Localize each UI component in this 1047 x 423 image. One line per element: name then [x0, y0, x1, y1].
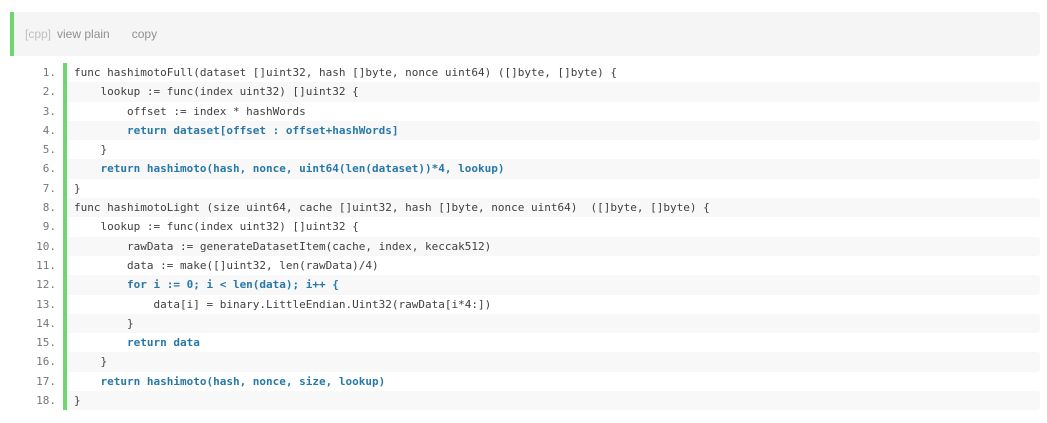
- code-text: for i := 0; i < len(data); i++ {: [63, 275, 1040, 295]
- line-number: 6.: [42, 162, 56, 176]
- code-text: }: [63, 352, 1040, 372]
- code-text: offset := index * hashWords: [63, 101, 1040, 121]
- code-text: lookup := func(index uint32) []uint32 {: [63, 217, 1040, 237]
- line-number: 4.: [42, 123, 56, 137]
- line-number: 2.: [42, 85, 56, 99]
- code-text: return dataset[offset : offset+hashWords…: [63, 120, 1040, 141]
- code-line: 11. data := make([]uint32, len(rawData)/…: [10, 255, 1040, 276]
- code-line: 15. return data: [10, 333, 1040, 353]
- code-line: 6. return hashimoto(hash, nonce, uint64(…: [10, 159, 1040, 179]
- code-toolbar: [cpp] view plain copy: [10, 12, 1040, 56]
- code-text: }: [63, 178, 1040, 199]
- code-text: }: [63, 313, 1040, 334]
- code-line: 10. rawData := generateDatasetItem(cache…: [10, 236, 1040, 256]
- code-line: 9. lookup := func(index uint32) []uint32…: [10, 217, 1040, 237]
- line-number: 8.: [42, 201, 56, 215]
- language-tag: [cpp]: [25, 27, 52, 41]
- line-number: 7.: [42, 181, 56, 195]
- line-number: 5.: [42, 143, 56, 157]
- code-line: 5. }: [10, 140, 1040, 160]
- copy-link[interactable]: copy: [131, 27, 158, 41]
- code-text: rawData := generateDatasetItem(cache, in…: [63, 236, 1040, 256]
- code-text: data := make([]uint32, len(rawData)/4): [63, 255, 1040, 276]
- line-number: 11.: [36, 258, 56, 272]
- code-text: func hashimotoLight (size uint64, cache …: [63, 198, 1040, 218]
- line-number: 15.: [36, 336, 56, 350]
- code-line: 3. offset := index * hashWords: [10, 101, 1040, 121]
- code-line: 4. return dataset[offset : offset+hashWo…: [10, 120, 1040, 141]
- line-number: 16.: [36, 355, 56, 369]
- code-line: 12. for i := 0; i < len(data); i++ {: [10, 275, 1040, 295]
- line-number: 1.: [42, 66, 56, 79]
- code-line: 17. return hashimoto(hash, nonce, size, …: [10, 371, 1040, 392]
- code-line: 13. data[i] = binary.LittleEndian.Uint32…: [10, 294, 1040, 314]
- code-line: 8. func hashimotoLight (size uint64, cac…: [10, 198, 1040, 218]
- code-line: 1. func hashimotoFull(dataset []uint32, …: [10, 63, 1040, 83]
- line-number: 13.: [36, 297, 56, 311]
- line-number: 10.: [36, 239, 56, 253]
- code-line: 18. }: [10, 391, 1040, 411]
- line-number: 14.: [36, 316, 56, 330]
- line-number: 17.: [36, 374, 56, 388]
- code-line: 7. }: [10, 178, 1040, 199]
- code-text: data[i] = binary.LittleEndian.Uint32(raw…: [63, 294, 1040, 314]
- view-plain-link[interactable]: view plain: [57, 27, 110, 41]
- code-text: lookup := func(index uint32) []uint32 {: [63, 82, 1040, 102]
- code-text: return hashimoto(hash, nonce, uint64(len…: [63, 159, 1040, 179]
- code-snippet-widget: [cpp] view plain copy 1. func hashimotoF…: [10, 12, 1040, 411]
- code-text: return hashimoto(hash, nonce, size, look…: [63, 371, 1040, 392]
- code-line: 16. }: [10, 352, 1040, 372]
- code-block: 1. func hashimotoFull(dataset []uint32, …: [10, 63, 1040, 411]
- code-line: 2. lookup := func(index uint32) []uint32…: [10, 82, 1040, 102]
- line-number: 9.: [42, 220, 56, 234]
- code-text: return data: [63, 333, 1040, 353]
- code-text: }: [63, 391, 1040, 411]
- code-text: }: [63, 140, 1040, 160]
- line-number: 12.: [36, 278, 56, 292]
- code-text: func hashimotoFull(dataset []uint32, has…: [63, 63, 1040, 83]
- line-number: 3.: [42, 104, 56, 118]
- line-number: 18.: [36, 394, 56, 408]
- code-line: 14. }: [10, 313, 1040, 334]
